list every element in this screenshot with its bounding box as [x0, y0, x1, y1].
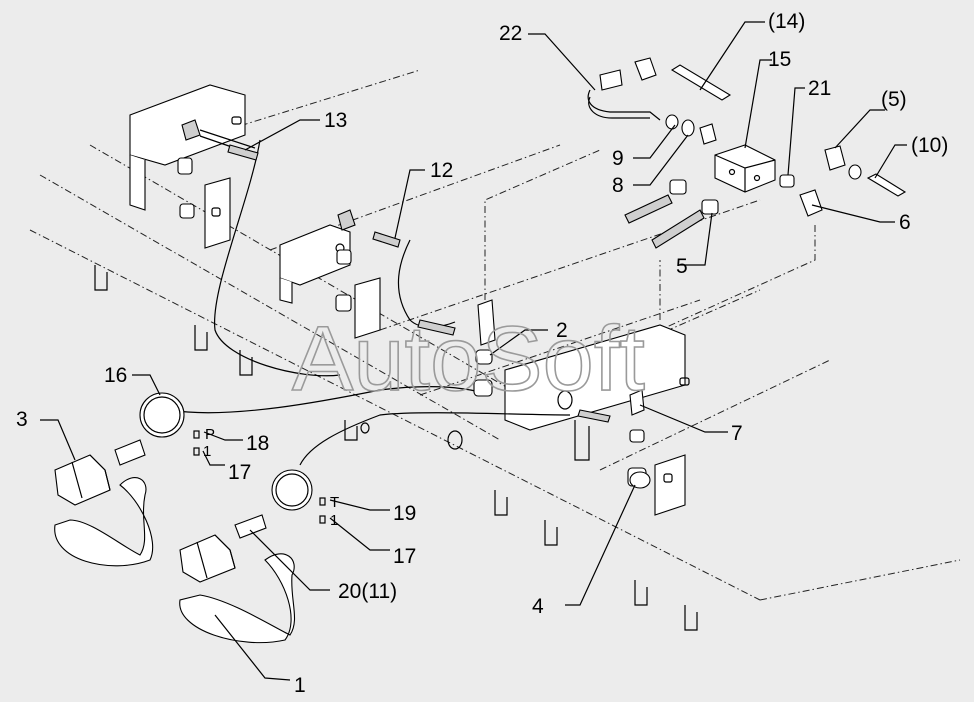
label-10-ref: (10)	[911, 134, 948, 157]
hose-lines	[169, 89, 661, 466]
label-5-ref: (5)	[881, 88, 907, 111]
label-18: 18	[246, 432, 269, 455]
label-12: 12	[430, 159, 453, 182]
leader-lines	[40, 21, 907, 681]
label-3: 3	[16, 408, 28, 431]
label-17-lower: 17	[393, 545, 416, 568]
label-1: 1	[294, 674, 306, 697]
label-7: 7	[731, 422, 743, 445]
label-16: 16	[104, 364, 127, 387]
label-20: 20(11)	[338, 580, 397, 603]
callout-labels: 1 2 3 4 5 (5) 6 7 8 9 (10) 12 13 (14) 15…	[16, 10, 948, 697]
label-2: 2	[556, 319, 568, 342]
label-22: 22	[499, 22, 522, 45]
label-14-ref: (14)	[768, 10, 805, 33]
label-15: 15	[768, 48, 791, 71]
label-5: 5	[676, 255, 688, 278]
label-6: 6	[899, 211, 911, 234]
label-17-upper: 17	[228, 461, 251, 484]
chassis-frame	[29, 69, 961, 631]
components	[54, 57, 907, 644]
label-9: 9	[612, 147, 624, 170]
label-13: 13	[324, 109, 347, 132]
label-8: 8	[612, 174, 624, 197]
label-21: 21	[808, 77, 831, 100]
port-mark-1-lower: 1	[330, 512, 338, 529]
port-mark-p: P	[205, 426, 215, 443]
label-4: 4	[532, 595, 544, 618]
port-mark-1-upper: 1	[203, 443, 211, 460]
watermark-text: AutoSoft	[292, 308, 645, 410]
port-mark-t: T	[330, 494, 339, 511]
label-19: 19	[393, 502, 416, 525]
